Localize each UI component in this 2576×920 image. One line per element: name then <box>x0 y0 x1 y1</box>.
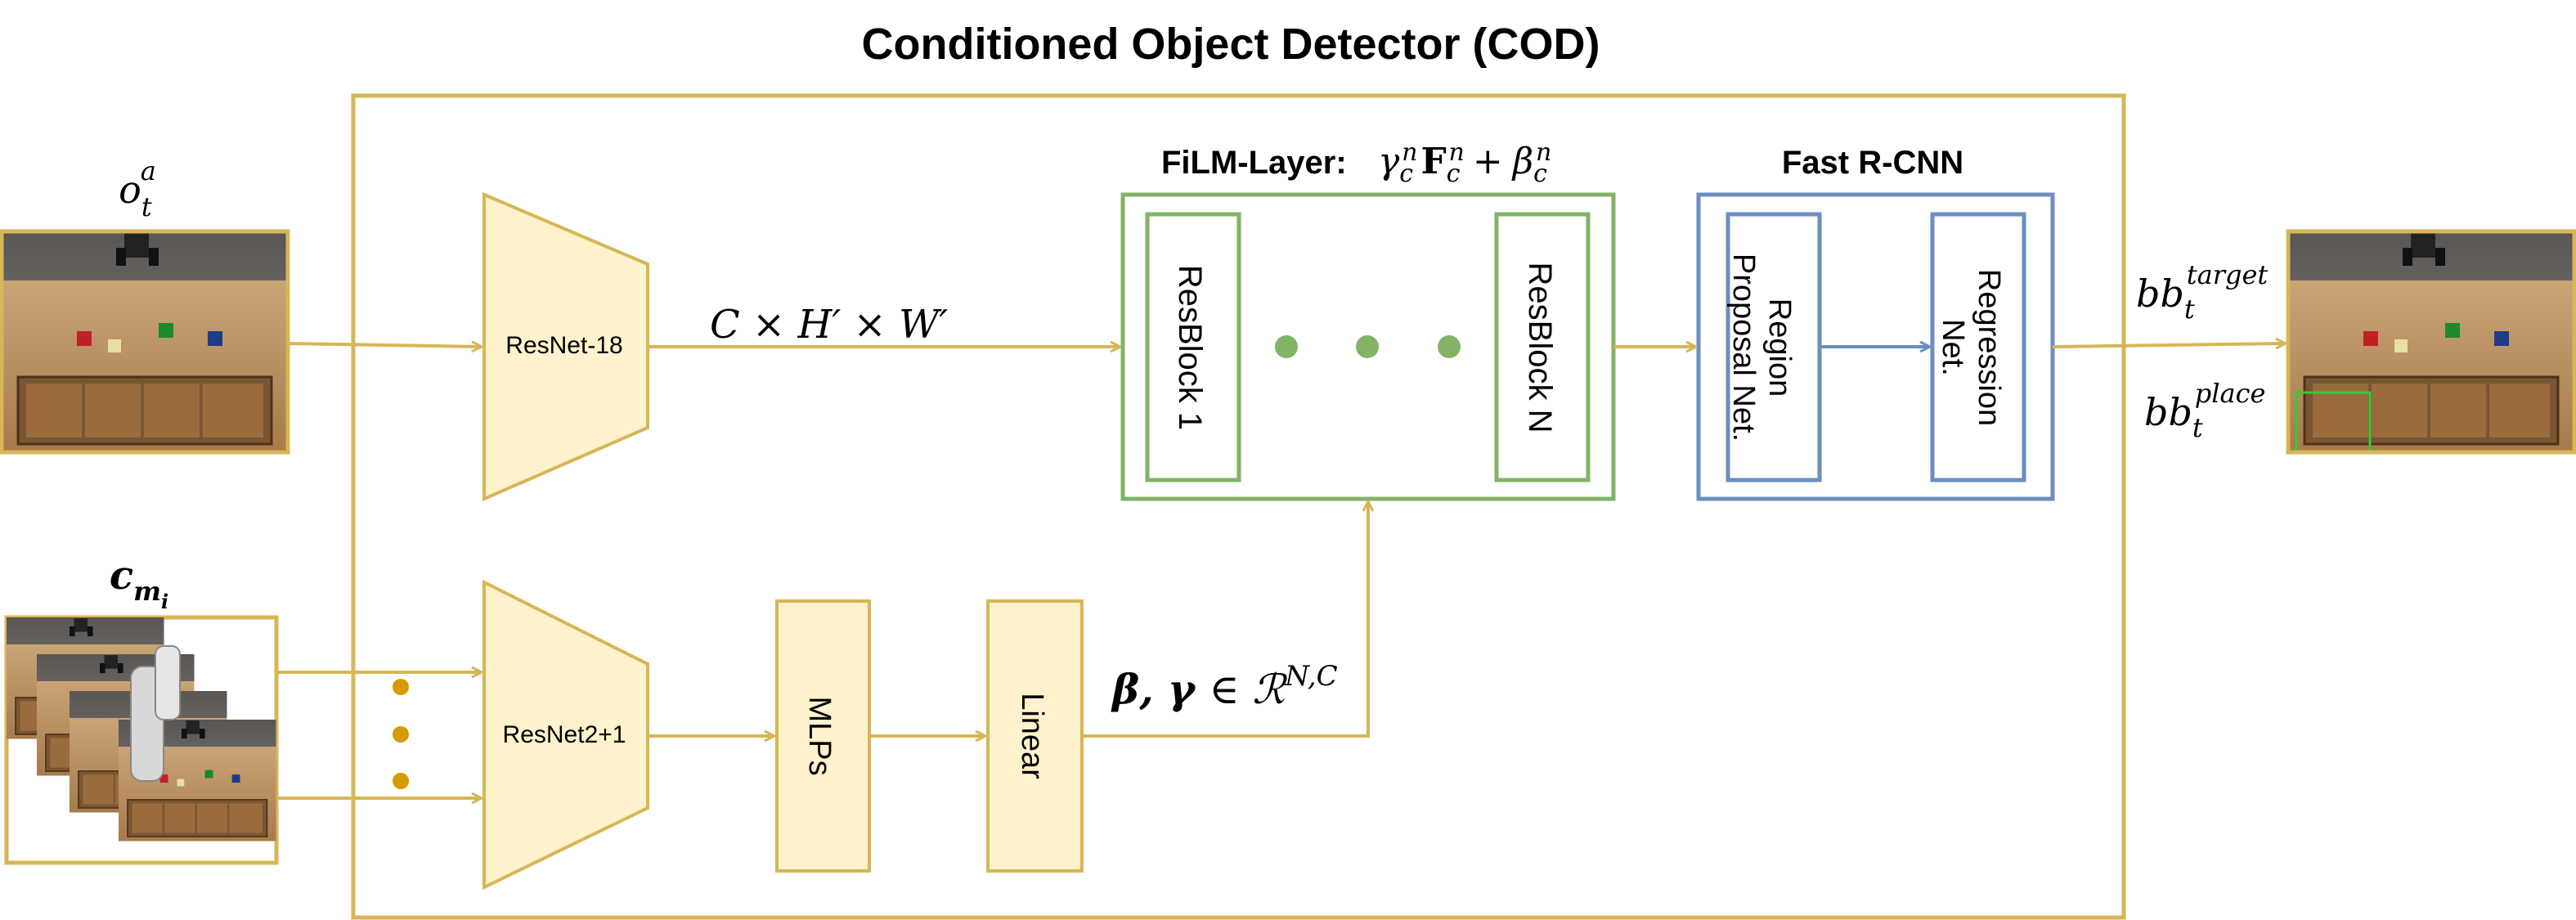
target-bbox-label: bbttarget <box>2136 259 2268 325</box>
resnet21-block <box>482 579 649 891</box>
observation-image <box>0 229 290 455</box>
resblock-1 <box>1145 212 1241 482</box>
fast-rcnn-label: Fast R-CNN <box>1782 145 1963 181</box>
film-layer-label: FiLM-Layer: <box>1161 145 1347 181</box>
resnet21-label: ResNet2+1 <box>503 721 626 748</box>
regression-net <box>1930 212 2026 482</box>
cod-frame <box>351 93 2126 920</box>
resblock-ellipsis-dot <box>1438 335 1461 358</box>
video-ellipsis-dot <box>393 679 409 695</box>
output-image <box>2286 229 2576 455</box>
resblock-ellipsis-dot <box>1356 335 1379 358</box>
resnet18-label: ResNet-18 <box>505 332 622 359</box>
video-ellipsis-dot <box>393 726 409 743</box>
resblock-n <box>1494 212 1591 482</box>
arrow-fastrcnn-to-output <box>2052 343 2285 347</box>
observation-label: ota <box>119 155 156 222</box>
resblock-ellipsis-dot <box>1275 335 1298 358</box>
region-proposal-label: RegionProposal Net. <box>1726 254 1797 442</box>
condition-video-frames <box>4 615 279 865</box>
condition-label: cmi <box>110 553 168 613</box>
video-ellipsis-dot <box>393 773 409 789</box>
linear-label: Linear <box>1015 693 1049 779</box>
feature-shape-label: C × H′ × W′ <box>710 302 948 348</box>
film-params-label: β, γ ∈ ℛN,C <box>1111 660 1338 713</box>
mlps-label: MLPs <box>802 696 837 775</box>
diagram-title: Conditioned Object Detector (COD) <box>862 20 1600 69</box>
arrow-linear-to-film <box>1082 502 1368 738</box>
arrow-image-to-resnet18 <box>287 343 481 347</box>
resblock-1-label: ResBlock 1 <box>1172 265 1208 430</box>
place-bbox-label: bbtplace <box>2144 378 2265 443</box>
resblock-n-label: ResBlock N <box>1522 263 1558 433</box>
mlps-block <box>775 599 871 873</box>
film-formula: γcnFcn+βcn <box>1378 138 1551 188</box>
resnet18-block <box>482 191 649 502</box>
regression-net-label: RegressionNet. <box>1936 269 2006 426</box>
